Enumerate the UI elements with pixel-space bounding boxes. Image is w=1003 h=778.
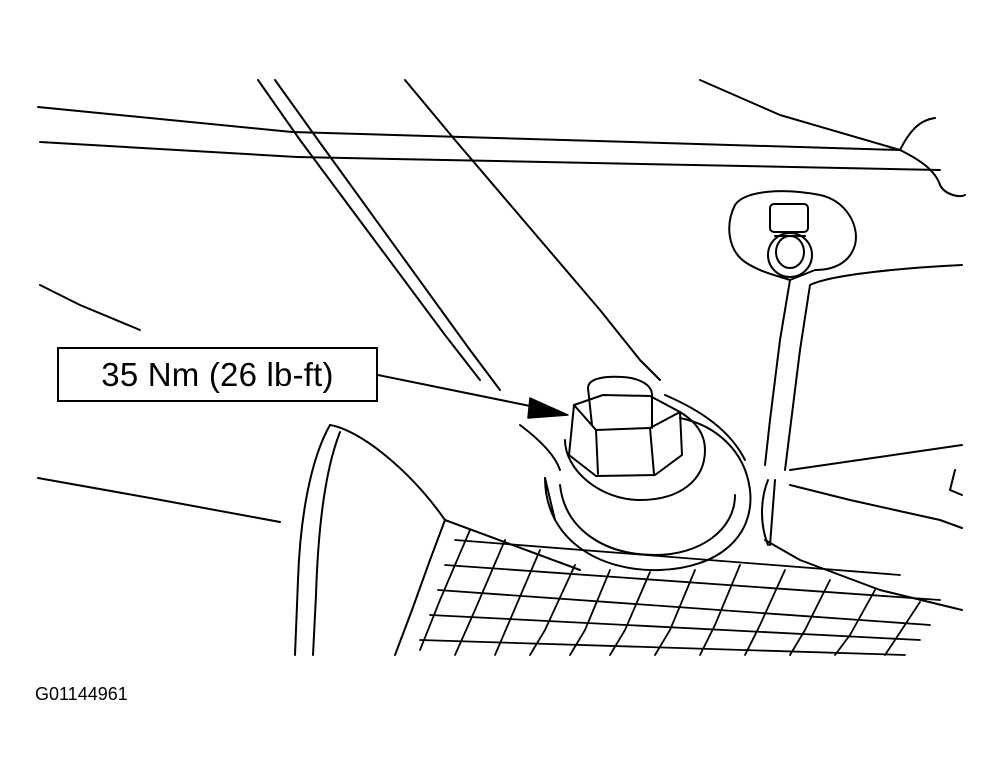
upper-mount-bracket	[728, 190, 857, 281]
callout-leader	[377, 374, 569, 419]
hex-nut	[568, 375, 683, 477]
right-panel	[761, 264, 963, 611]
crosshatch-panel	[419, 529, 941, 656]
torque-callout: 35 Nm (26 lb-ft)	[57, 347, 378, 402]
figure-id: G01144961	[35, 684, 128, 704]
upper-right-body	[699, 79, 966, 198]
lower-left-body	[37, 424, 581, 656]
arrow-head	[527, 397, 569, 419]
diagonal-strut	[257, 79, 661, 391]
bolt-boss	[519, 394, 752, 572]
upper-frame-edges	[37, 106, 941, 331]
torque-label: 35 Nm (26 lb-ft)	[101, 355, 334, 393]
